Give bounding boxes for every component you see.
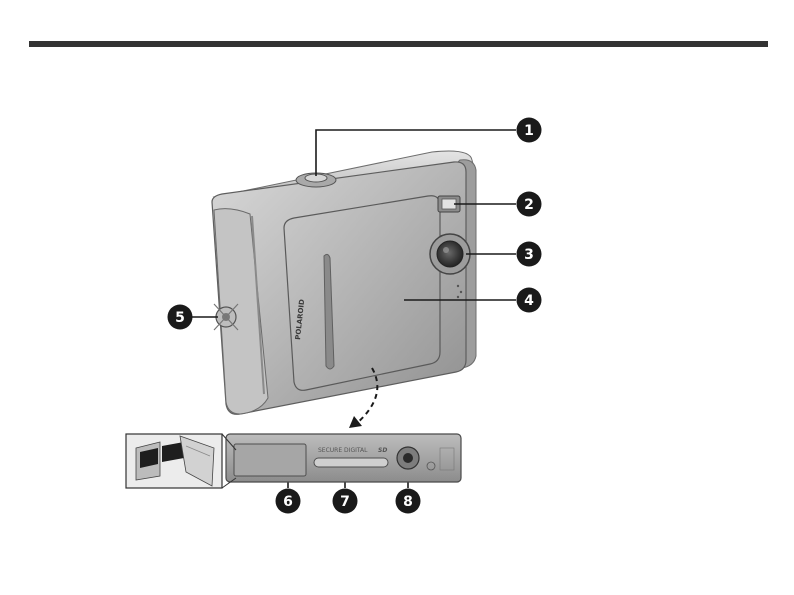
callout-number: 5 <box>175 310 185 326</box>
callout-number: 2 <box>524 197 534 213</box>
sensor-dot <box>457 296 459 298</box>
camera-front-view: POLAROID <box>212 151 476 414</box>
callout-3: 3 <box>517 242 542 267</box>
lens-highlight <box>443 247 449 253</box>
card-logo: SD <box>378 447 387 454</box>
callout-7: 7 <box>333 489 358 514</box>
callout-4: 4 <box>517 288 542 313</box>
callout-number: 8 <box>403 494 413 510</box>
callout-number: 7 <box>340 494 350 510</box>
callout-2: 2 <box>517 192 542 217</box>
callout-1: 1 <box>517 118 542 143</box>
callout-number: 6 <box>283 494 293 510</box>
callout-8: 8 <box>396 489 421 514</box>
sensor-dot <box>457 285 459 287</box>
lens-cover <box>284 196 440 391</box>
battery-door <box>234 444 306 476</box>
flash-window <box>442 199 456 209</box>
card-label: SECURE DIGITAL <box>318 447 368 454</box>
tripod-socket-hole <box>403 453 413 463</box>
callout-5: 5 <box>168 305 193 330</box>
lens <box>437 241 463 267</box>
sd-card-slot <box>314 458 388 467</box>
camera-bottom-view: SECURE DIGITAL SD <box>226 434 461 482</box>
callout-number: 3 <box>524 247 534 263</box>
callout-number: 4 <box>524 293 534 309</box>
callout-6: 6 <box>276 489 301 514</box>
sensor-dot <box>460 291 462 293</box>
battery-compartment-inset <box>126 434 236 488</box>
dashed-arrow-head <box>349 416 362 428</box>
callout-number: 1 <box>524 123 534 139</box>
